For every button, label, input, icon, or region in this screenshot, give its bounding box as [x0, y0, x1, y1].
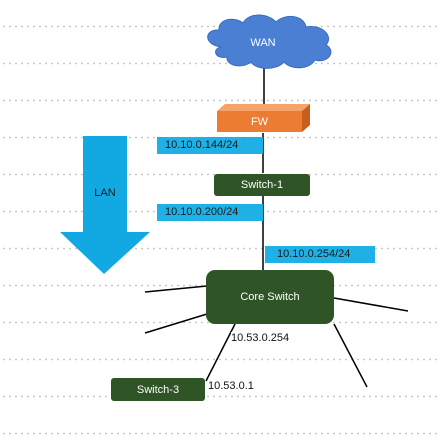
link-core-left-upper	[144, 285, 208, 293]
switch-1[interactable]: Switch-1	[214, 174, 310, 196]
lan-arrow-label: LAN	[94, 187, 116, 199]
ip-label-core-downlink: 10.53.0.254	[231, 332, 290, 345]
link-core-right	[333, 297, 409, 312]
wan-label: WAN	[250, 37, 276, 49]
switch-1-label: Switch-1	[240, 179, 284, 191]
wan-cloud-icon	[207, 14, 332, 69]
switch-3-label: Switch-3	[136, 383, 180, 396]
core-switch-label: Core Switch	[240, 291, 300, 303]
link-core-left-lower	[144, 313, 208, 334]
ip-label-switch1-core: 10.10.0.200/24	[157, 204, 263, 221]
ip-label-fw-switch1: 10.10.0.144/24	[157, 137, 263, 154]
firewall-label: FW	[250, 115, 269, 128]
firewall-icon	[217, 104, 310, 132]
link-core-switch3	[205, 323, 236, 382]
lan-arrow-icon	[60, 136, 150, 274]
ip-label-core-uplink: 10.10.0.254/24	[265, 246, 375, 263]
switch-3[interactable]: Switch-3	[111, 378, 205, 401]
ip-label-switch3: 10.53.0.1	[208, 380, 254, 393]
core-switch[interactable]: Core Switch	[206, 270, 334, 324]
link-core-right-lower	[333, 323, 368, 388]
